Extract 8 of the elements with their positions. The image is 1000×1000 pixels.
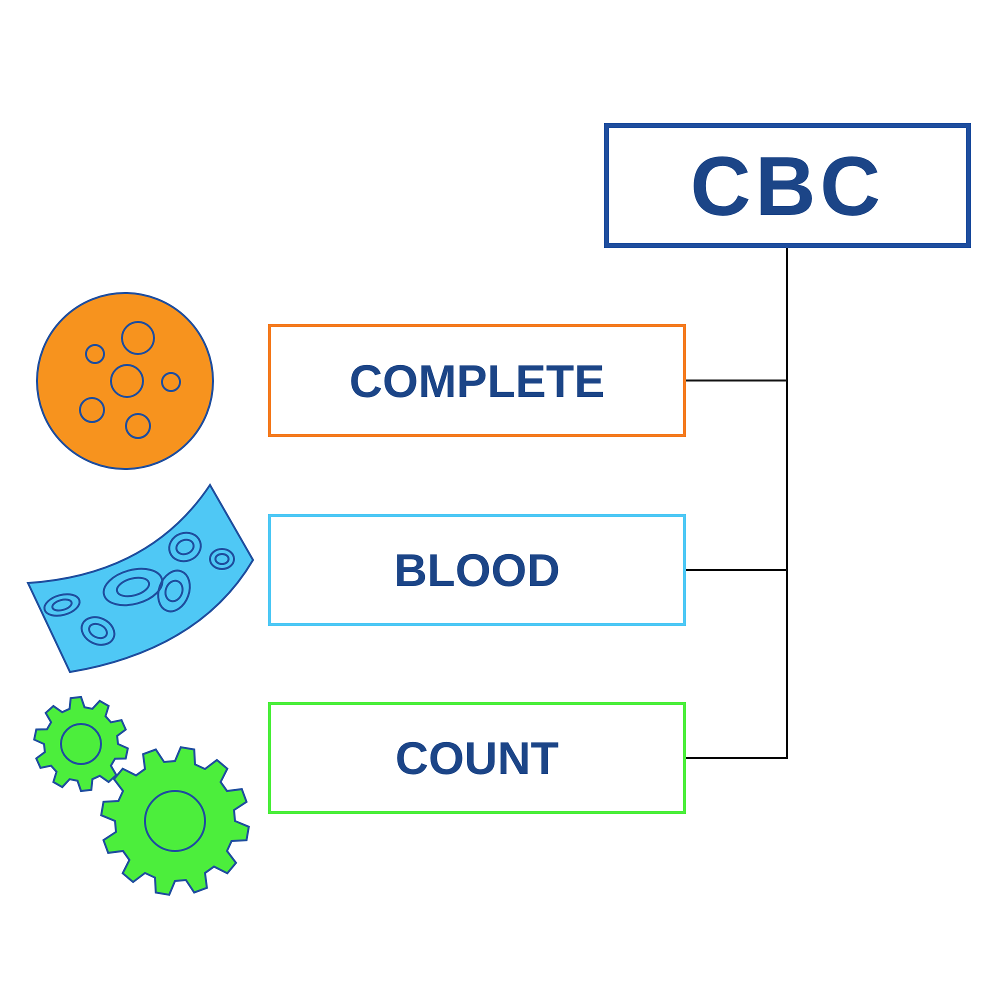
term-text: BLOOD bbox=[394, 547, 560, 593]
term-box bbox=[268, 514, 686, 626]
term-text: COUNT bbox=[395, 735, 559, 781]
term-text: CBC bbox=[690, 144, 885, 228]
term-text: COMPLETE bbox=[349, 358, 605, 404]
term-box bbox=[268, 324, 686, 437]
term-box bbox=[268, 702, 686, 814]
term-box bbox=[604, 123, 971, 248]
